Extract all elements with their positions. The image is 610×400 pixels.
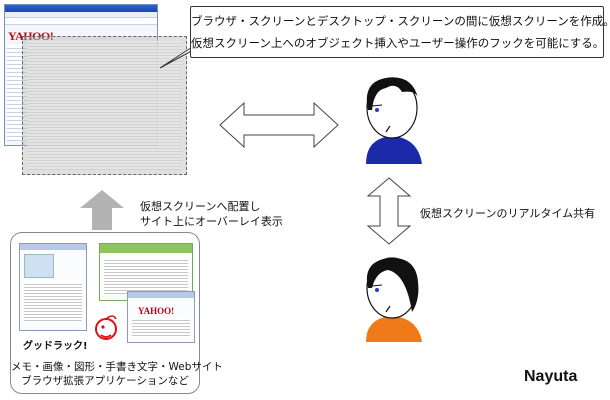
objects-caption-line-2: ブラウザ拡張アプリケーションなど [21, 375, 189, 387]
mini-browser-lines [132, 318, 190, 338]
overlay-label-line-1: 仮想スクリーンへ配置し [140, 200, 261, 213]
callout-box: ブラウザ・スクリーンとデスクトップ・スクリーンの間に仮想スクリーンを作成。 仮想… [190, 6, 610, 58]
mascot-icon [95, 315, 117, 340]
memo-text-lines [24, 282, 82, 322]
objects-box: YAHOO! グッドラック! メモ・画像・図形・手書き文字・Webサイト ブラウ… [10, 232, 223, 394]
callout-line-1: ブラウザ・スクリーンとデスクトップ・スクリーンの間に仮想スクリーンを作成。 [191, 14, 610, 28]
mini-browser-titlebar [128, 292, 194, 298]
virtual-screen [22, 36, 187, 175]
note-header [100, 244, 192, 253]
mini-browser-window: YAHOO! [127, 291, 195, 343]
overlay-label-line-2: サイト上にオーバーレイ表示 [140, 215, 283, 228]
upload-arrow [80, 190, 124, 230]
memo-image [24, 254, 54, 278]
callout-line-2: 仮想スクリーン上へのオブジェクト挿入やユーザー操作のフックを可能にする。 [191, 36, 605, 50]
horizontal-double-arrow [219, 101, 339, 149]
virtual-screen-content [27, 41, 182, 170]
memo-window [19, 243, 87, 331]
user-figure-top [366, 77, 422, 164]
browser-menubar [5, 12, 157, 18]
vertical-double-arrow [366, 177, 412, 245]
browser-titlebar [5, 5, 157, 12]
realtime-share-label: 仮想スクリーンのリアルタイム共有 [420, 207, 596, 220]
good-luck-logo: グッドラック! [23, 341, 88, 352]
memo-titlebar [20, 244, 86, 250]
objects-caption-line-1: メモ・画像・図形・手書き文字・Webサイト [11, 361, 223, 373]
mini-browser-logo: YAHOO! [138, 306, 175, 316]
browser-address-bar [5, 18, 157, 25]
user-figure-bottom [366, 257, 422, 342]
note-text-lines [104, 258, 188, 294]
brand-logo: Nayuta [524, 368, 578, 385]
